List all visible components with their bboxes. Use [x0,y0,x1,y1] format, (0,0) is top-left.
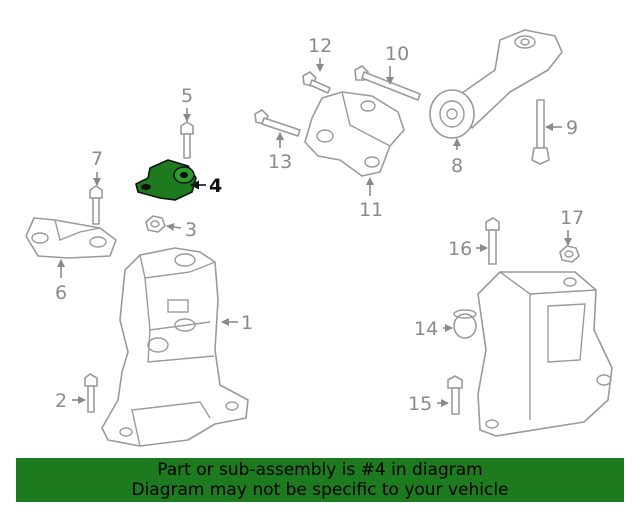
callout-5: 5 [181,85,193,107]
part-15-bolt [447,375,463,415]
part-12-bolt [302,71,331,94]
callout-6: 6 [55,282,67,304]
part-13-bolt [254,109,301,137]
part-10-bolt [354,65,421,101]
transmission-mount-bracket [477,271,613,437]
part-2-bolt [84,373,98,413]
callout-8: 8 [451,155,463,177]
callout-12: 12 [308,35,332,57]
callout-15: 15 [408,393,432,415]
callout-13: 13 [268,151,292,173]
leader-line-3 [166,223,182,231]
callout-3: 3 [185,219,197,241]
callout-16: 16 [448,238,472,260]
callout-11: 11 [359,199,383,221]
part-8-torque-rod [429,29,563,139]
part-3-nut [145,215,166,233]
part-9-bolt [531,99,550,165]
callout-2: 2 [55,390,67,412]
part-4-mount-bushing [135,159,197,201]
banner-line-1: Part or sub-assembly is #4 in diagram [157,460,483,480]
diagram-notice-banner: Part or sub-assembly is #4 in diagram Di… [16,458,624,502]
part-17-nut [559,245,580,263]
part-1-mount-bracket [101,247,249,447]
part-11-bracket [304,91,405,177]
callout-9: 9 [566,117,578,139]
part-5-bolt [180,121,194,159]
callout-10: 10 [385,43,409,65]
part-16-bolt [485,217,500,265]
callout-7: 7 [91,148,103,170]
callout-14: 14 [414,318,438,340]
callout-17: 17 [560,207,584,229]
part-6-plate-bracket [25,217,117,259]
banner-line-2: Diagram may not be specific to your vehi… [131,480,509,500]
callout-1: 1 [241,312,253,334]
part-14-bushing [453,309,477,339]
part-7-bolt [89,185,103,225]
callout-4: 4 [209,175,222,197]
